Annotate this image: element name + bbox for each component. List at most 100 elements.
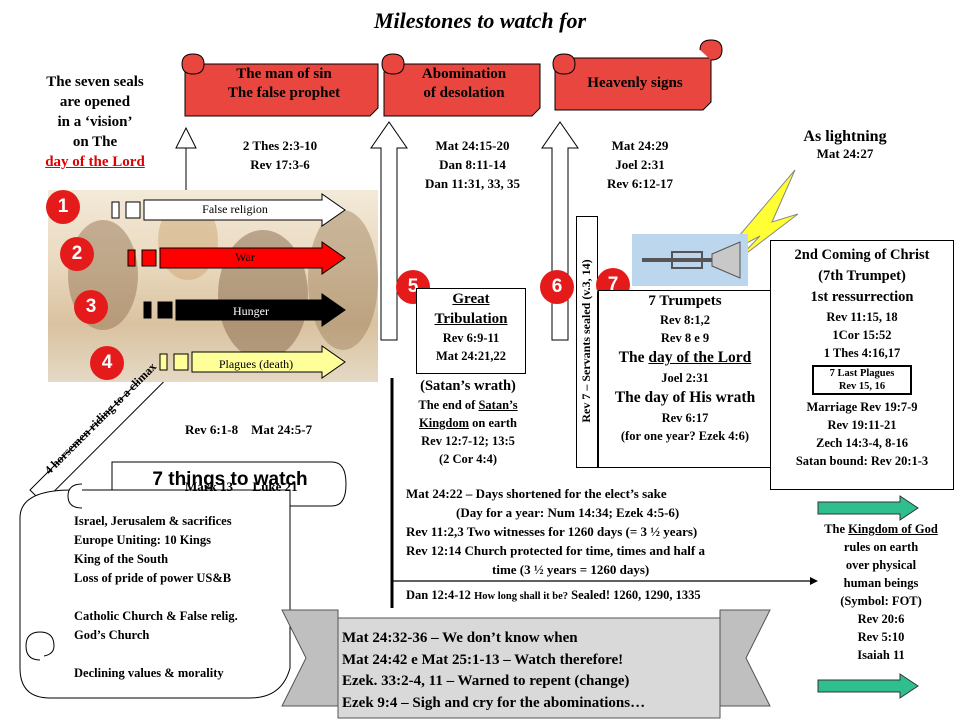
kingdom-line: (Symbol: FOT)	[840, 594, 922, 608]
seal-arrow-2	[127, 241, 346, 275]
seal-arrow-3	[143, 293, 346, 327]
seal-refs-line-2: Mark 13 Luke 21	[185, 479, 298, 494]
kingdom-block: The Kingdom of God rules on earth over p…	[806, 520, 956, 664]
seal-number-1: 1	[46, 190, 80, 224]
dol-link: day of the Lord	[648, 349, 752, 366]
dan-rest: Sealed! 1260, 1290, 1335	[568, 588, 701, 602]
man-of-sin-refs: 2 Thes 2:3-10 Rev 17:3-6	[215, 136, 345, 174]
lightning-title: As lightning	[803, 128, 887, 145]
ref-line: 2 Thes 2:3-10	[242, 138, 318, 153]
trumpets-title: 7 Trumpets	[648, 293, 722, 309]
bottom-line-4: Ezek 9:4 – Sigh and cry for the abominat…	[342, 694, 646, 711]
dan-text: Dan 12:4-12 How long shall it be? Sealed…	[406, 586, 806, 606]
lightning-ref: Mat 24:27	[816, 146, 874, 161]
coming-line-1: 2nd Coming of Christ	[794, 247, 930, 263]
bottom-line-1: Mat 24:32-36 – We don’t know when	[342, 630, 578, 646]
bottom-line-3: Ezek. 33:2-4, 11 – Warned to repent (cha…	[342, 673, 630, 689]
ref-line: Mat 24:15-20	[435, 138, 510, 153]
kingdom-line: Isaiah 11	[857, 648, 905, 662]
seal-arrows	[111, 193, 346, 379]
abomination-refs: Mat 24:15-20 Dan 8:11-14 Dan 11:31, 33, …	[405, 136, 540, 193]
timeline-line-2: (Day for a year: Num 14:34; Ezek 4:5-6)	[456, 505, 680, 520]
banner-1-line-2: The false prophet	[227, 85, 341, 101]
satan-link-1: Satan’s	[478, 398, 518, 412]
coming-line-2: (7th Trumpet)	[818, 268, 906, 284]
banner-3-text: Heavenly signs	[565, 74, 705, 93]
intro-line-3: in a ‘vision’	[57, 114, 133, 130]
timeline-line-4: Rev 12:14 Church protected for time, tim…	[406, 543, 705, 558]
banner-3-line-1: Heavenly signs	[587, 75, 683, 91]
kingdom-line: human beings	[843, 576, 919, 590]
timeline-text: Mat 24:22 – Days shortened for the elect…	[406, 484, 806, 579]
seal-1-label: False religion	[202, 202, 268, 216]
satan-ref-2: (2 Cor 4:4)	[438, 452, 498, 466]
kingdom-prefix: The	[824, 522, 849, 536]
seal-refs: Rev 6:1-8 Mat 24:5-7 Mark 13 Luke 21	[185, 382, 375, 515]
seal-number-3: 3	[74, 290, 108, 324]
banner-scroll-1	[181, 53, 379, 117]
kingdom-link: Kingdom of God	[848, 522, 938, 536]
trumpets-ref-1: Rev 8:1,2	[660, 313, 710, 327]
watch-item: Declining values & morality	[74, 666, 224, 680]
watch-item	[74, 588, 294, 607]
intro-text: The seven seals are opened in a ‘vision’…	[20, 72, 170, 172]
bottom-line-2: Mat 24:42 e Mat 25:1-13 – Watch therefor…	[342, 651, 624, 668]
banner-scroll-3	[552, 39, 723, 111]
trumpets-year: (for one year? Ezek 4:6)	[620, 429, 750, 443]
intro-line-2: are opened	[59, 94, 131, 110]
satan-link-2: Kingdom	[419, 416, 470, 430]
ref-line: Rev 17:3-6	[250, 157, 310, 172]
trumpets-box: 7 Trumpets Rev 8:1,2 Rev 8 e 9 The day o…	[598, 290, 772, 468]
page-title: Milestones to watch for	[373, 8, 587, 33]
timeline-line-1: Mat 24:22 – Days shortened for the elect…	[406, 486, 667, 501]
trumpets-wrath: The day of His wrath	[614, 389, 756, 406]
dan-ref: Dan 12:4-12	[406, 588, 471, 602]
great-trib-title-2: Tribulation	[434, 311, 508, 327]
satan-title: (Satan’s wrath)	[420, 378, 516, 394]
timeline-line-5: time (3 ½ years = 1260 days)	[492, 562, 650, 577]
coming-more-3: Zech 14:3-4, 8-16	[816, 436, 908, 450]
kingdom-line: rules on earth	[843, 540, 919, 554]
banner-2-line-2: of desolation	[423, 85, 505, 101]
intro-highlight: day of the Lord	[45, 154, 145, 170]
coming-more-2: Rev 19:11-21	[827, 418, 897, 432]
watch-list: Israel, Jerusalem & sacrifices Europe Un…	[74, 512, 294, 683]
trumpet-icon	[642, 241, 741, 279]
satan-ref-1: Rev 12:7-12; 13:5	[421, 434, 515, 448]
trumpets-joel: Joel 2:31	[661, 371, 709, 385]
dan-question: How long shall it be?	[474, 591, 568, 602]
banner-scroll-2	[381, 53, 541, 117]
satan-line-2: on earth	[469, 416, 517, 430]
heavenly-refs: Mat 24:29 Joel 2:31 Rev 6:12-17	[590, 136, 690, 193]
watch-title: 7 things to watch	[152, 469, 308, 490]
kingdom-line: over physical	[845, 558, 917, 572]
coming-ref-3: 1 Thes 4:16,17	[823, 346, 901, 360]
watch-item: Catholic Church & False relig.	[74, 609, 238, 623]
seal-3-label: Hunger	[233, 304, 269, 318]
satan-wrath-block: (Satan’s wrath) The end of Satan’s Kingd…	[398, 376, 538, 468]
watch-scroll	[19, 461, 347, 699]
ref-line: Dan 8:11-14	[439, 157, 506, 172]
watch-item: King of the South	[74, 552, 169, 566]
seal-number-4: 4	[90, 346, 124, 380]
bottom-scroll	[281, 609, 771, 719]
bottom-scroll-text: Mat 24:32-36 – We don’t know when Mat 24…	[342, 628, 722, 714]
intro-line-4: on The	[72, 134, 118, 150]
sealed-text: Rev 7 – Servants sealed (v.3, 14)	[579, 259, 593, 423]
seal-number-2: 2	[60, 237, 94, 271]
trumpets-rev: Rev 6:17	[661, 411, 709, 425]
coming-ref-2: 1Cor 15:52	[832, 328, 892, 342]
sealed-box	[576, 216, 598, 468]
coming-more-4: Satan bound: Rev 20:1-3	[795, 454, 929, 468]
seal-refs-line-1: Rev 6:1-8 Mat 24:5-7	[185, 422, 313, 437]
plagues-line-1: 7 Last Plagues	[829, 368, 895, 379]
watch-item: God’s Church	[74, 628, 150, 642]
seal-2-label: War	[235, 250, 255, 264]
kingdom-line: Rev 5:10	[857, 630, 905, 644]
plagues-line-2: Rev 15, 16	[838, 381, 886, 392]
second-coming-box: 2nd Coming of Christ (7th Trumpet) 1st r…	[770, 240, 954, 490]
watch-item: Israel, Jerusalem & sacrifices	[74, 514, 232, 528]
ref-line: Dan 11:31, 33, 35	[425, 176, 520, 191]
seal-arrow-1	[111, 193, 346, 227]
